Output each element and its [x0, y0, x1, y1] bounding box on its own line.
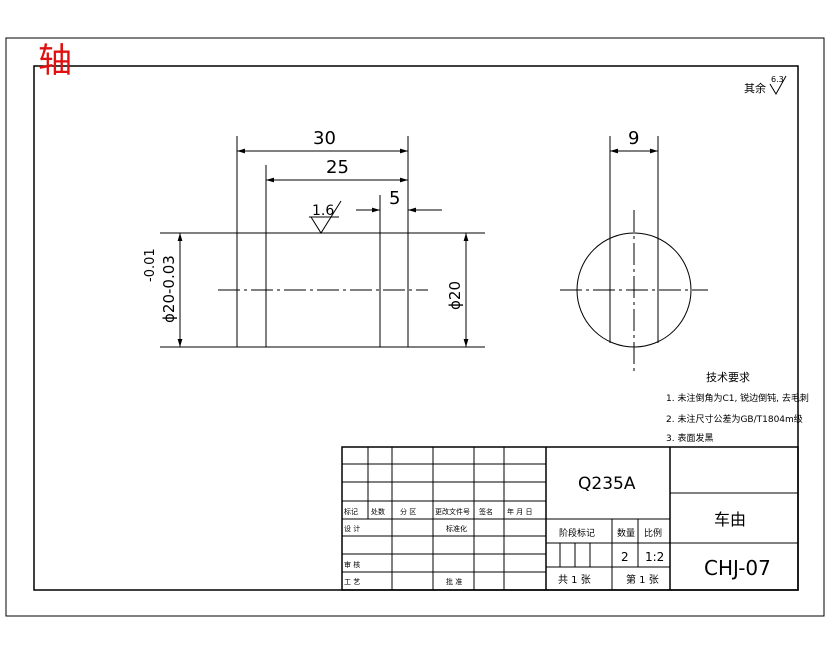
side-view: 9 — [560, 128, 708, 372]
dim-dia-left-tol: -0.01 — [143, 248, 158, 282]
row-approve: 批 准 — [446, 577, 462, 586]
dim-dia-right-text: ϕ20 — [446, 281, 464, 310]
rev-header-3: 更改文件号 — [435, 507, 470, 516]
dim-9-text: 9 — [628, 128, 639, 149]
roughness-note-prefix: 其余 — [744, 81, 766, 95]
row-standard: 标准化 — [446, 524, 467, 533]
tech-requirement-2: 2. 未注尺寸公差为GB/T1804m级 — [666, 413, 803, 425]
material-text: Q235A — [578, 474, 636, 494]
row-design: 设 计 — [344, 524, 360, 533]
row-process: 工 艺 — [344, 578, 360, 586]
stamp-text: 轴 — [38, 41, 72, 81]
dim-5-text: 5 — [389, 188, 400, 209]
part-name-text: 车由 — [714, 510, 746, 529]
rev-header-4: 签名 — [479, 507, 493, 516]
dim-dia-left-text: ϕ20-0.03 — [160, 255, 178, 323]
rev-header-1: 处数 — [371, 507, 385, 516]
stage-label: 阶段标记 — [559, 527, 595, 539]
roughness-note: 其余 6.3 — [744, 75, 787, 95]
tech-requirements: 技术要求 1. 未注倒角为C1, 锐边倒钝, 去毛刺 2. 未注尺寸公差为GB/… — [666, 371, 809, 444]
front-view: 30 25 5 1.6 ϕ20-0.03 -0.01 ϕ20 — [143, 128, 485, 348]
outer-border — [5, 37, 825, 617]
roughness-note-symbol — [769, 75, 787, 95]
drawing-no-text: CHJ-07 — [704, 556, 771, 580]
scale-label: 比例 — [644, 527, 662, 539]
roughness-note-value: 6.3 — [771, 75, 784, 84]
tech-requirement-1: 1. 未注倒角为C1, 锐边倒钝, 去毛刺 — [666, 392, 809, 404]
row-review: 审 核 — [344, 560, 360, 569]
sheet-no: 第 1 张 — [626, 573, 659, 586]
weight-label: 数量 — [617, 527, 635, 539]
dim-30-text: 30 — [313, 128, 336, 149]
title-block-text: Q235A 车由 CHJ-07 阶段标记 数量 比例 2 1:2 共 1 张 第… — [344, 474, 771, 586]
dim-25-text: 25 — [326, 157, 349, 178]
weight-value: 2 — [621, 550, 629, 564]
tech-requirements-title: 技术要求 — [706, 371, 750, 384]
tech-requirement-3: 3. 表面发黑 — [666, 432, 713, 444]
scale-value: 1:2 — [645, 550, 664, 564]
sheets-total: 共 1 张 — [558, 574, 591, 586]
roughness-1-6-symbol — [309, 200, 342, 234]
rev-header-0: 标记 — [344, 507, 358, 516]
rev-header-2: 分 区 — [400, 507, 416, 516]
title-block — [341, 446, 799, 591]
rev-header-5: 年 月 日 — [507, 507, 532, 516]
roughness-1-6-text: 1.6 — [312, 203, 334, 219]
